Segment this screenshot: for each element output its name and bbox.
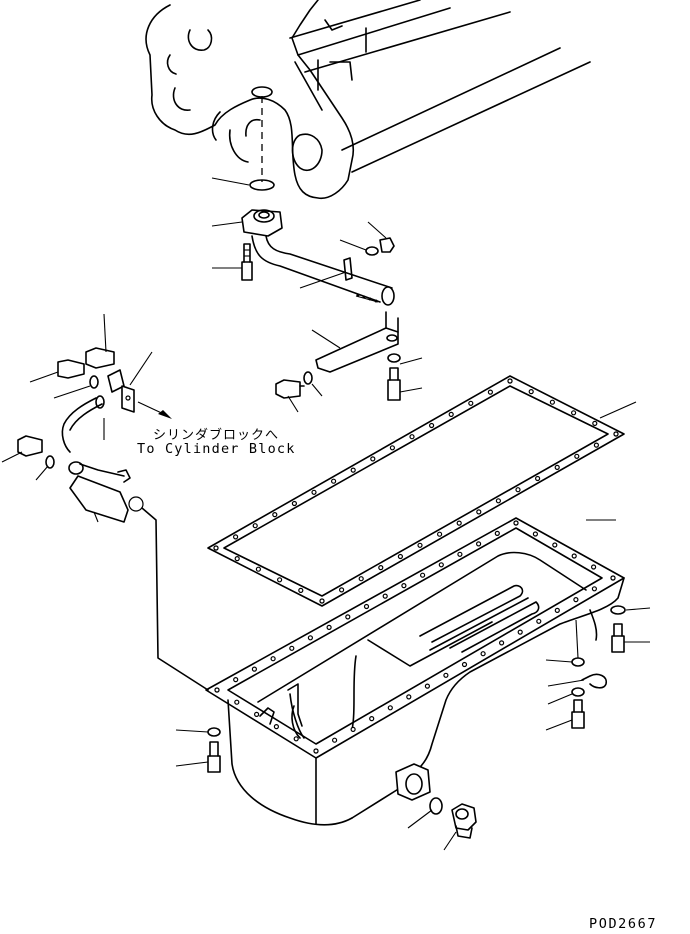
bolt-hole — [528, 389, 534, 395]
bolt-hole — [487, 389, 493, 395]
bolt-hole — [424, 683, 430, 689]
bolt-hole — [499, 640, 505, 646]
bolt-hole — [448, 411, 454, 417]
o-ring — [249, 179, 275, 191]
bolt-hole — [406, 694, 412, 700]
bolt-hole — [495, 498, 501, 504]
bolt-hole — [213, 545, 219, 551]
bolt-hole — [234, 699, 240, 705]
oil-pan — [205, 517, 625, 826]
bolt-hole — [251, 666, 257, 672]
bolt-hole — [554, 607, 560, 614]
bolt-hole — [610, 575, 616, 581]
bolt-hole — [457, 551, 463, 557]
bolt-hole — [252, 523, 258, 529]
cylinder-block-label-jp: シリンダブロックへ — [153, 428, 280, 443]
bolt-hole — [272, 511, 278, 518]
bolt-hole — [298, 587, 304, 594]
bolt-hole — [363, 603, 370, 610]
bolt-hole — [214, 687, 220, 693]
bolt-hole — [370, 456, 376, 462]
bolt-hole — [254, 711, 260, 718]
bolt-hole — [554, 464, 560, 470]
bolt-hole — [549, 399, 556, 405]
bolt-hole — [443, 672, 449, 678]
bolt-hole — [289, 645, 295, 651]
bolt-hole — [277, 577, 283, 583]
bolt-hole — [401, 582, 407, 589]
level-gauge-assembly — [1, 313, 209, 691]
bolt-hole — [515, 487, 521, 493]
bolt-hole — [573, 596, 579, 603]
bolt-hole — [574, 453, 580, 459]
bolt-hole — [494, 530, 500, 537]
bolt-hole — [468, 400, 474, 406]
leader-line — [211, 177, 250, 186]
pan-fasteners — [175, 605, 651, 851]
bolt-hole — [307, 635, 313, 641]
bolt-hole — [293, 736, 299, 742]
to-cylinder-block-arrow — [137, 401, 172, 419]
bolt-hole — [591, 586, 598, 592]
bolt-hole — [233, 676, 239, 683]
drawing-code: POD2667 — [589, 916, 658, 932]
bolt-hole — [409, 434, 415, 440]
bolt-hole — [378, 564, 384, 571]
bolt-hole — [350, 467, 356, 473]
bolt-hole — [507, 378, 513, 384]
oil-suction-pipe — [241, 209, 399, 373]
pipe-fasteners — [211, 221, 423, 413]
bolt-hole — [593, 442, 600, 448]
bolt-hole — [273, 723, 279, 730]
bolt-hole — [613, 431, 619, 437]
bolt-hole — [234, 555, 240, 562]
bolt-hole — [476, 541, 482, 547]
bolt-hole — [536, 618, 542, 624]
bolt-hole — [420, 572, 426, 578]
bolt-hole — [438, 562, 444, 568]
bolt-hole — [350, 726, 356, 733]
bolt-hole — [397, 553, 403, 560]
engine-block-front-cover — [145, 0, 591, 200]
bolt-hole — [417, 542, 423, 548]
bolt-hole — [590, 564, 597, 570]
bolt-hole — [255, 566, 261, 572]
bolt-hole — [480, 651, 486, 657]
oil-pan-gasket — [207, 375, 637, 607]
bolt-hole — [389, 445, 395, 451]
bolt-hole — [358, 576, 364, 582]
cylinder-block-label-en: To Cylinder Block — [137, 441, 296, 457]
bolt-hole — [369, 715, 375, 722]
bolt-hole — [311, 489, 317, 495]
bolt-hole — [339, 587, 345, 593]
bolt-hole — [552, 542, 558, 548]
bolt-hole — [387, 705, 393, 711]
bolt-hole — [461, 661, 468, 668]
bolt-hole — [571, 553, 577, 559]
bolt-hole — [332, 737, 338, 743]
bolt-hole — [313, 748, 319, 754]
bolt-hole — [291, 500, 297, 507]
oil-port — [251, 86, 273, 98]
bolt-hole — [532, 531, 539, 537]
bolt-hole — [517, 629, 523, 635]
bolt-hole — [345, 614, 351, 620]
bolt-hole — [326, 624, 332, 631]
bolt-hole — [513, 520, 519, 526]
bolt-hole — [233, 534, 239, 540]
bolt-hole — [429, 422, 435, 429]
bolt-hole — [270, 656, 276, 662]
bolt-hole — [570, 410, 577, 416]
bolt-hole — [437, 531, 443, 537]
bolt-hole — [319, 598, 325, 604]
bolt-hole — [534, 475, 541, 482]
bolt-hole — [331, 478, 337, 484]
bolt-hole — [476, 509, 482, 515]
bolt-hole — [382, 593, 388, 599]
bolt-hole — [456, 520, 462, 526]
bolt-hole — [592, 420, 598, 426]
